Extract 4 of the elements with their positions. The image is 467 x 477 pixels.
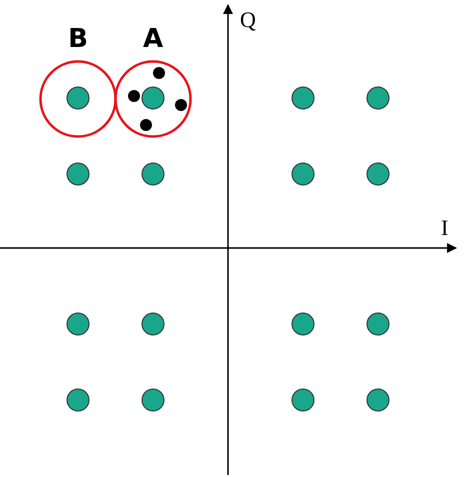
axis-label: I — [441, 216, 448, 240]
axis-label: Q — [240, 8, 256, 32]
region-label: A — [142, 24, 164, 54]
region-label: B — [67, 24, 89, 54]
